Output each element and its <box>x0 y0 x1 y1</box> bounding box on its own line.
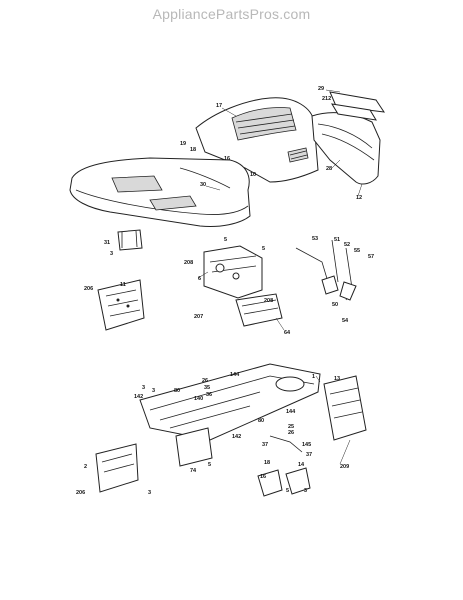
callout-3a: 3 <box>110 251 113 257</box>
callout-19: 19 <box>180 141 186 147</box>
callout-26b: 26 <box>288 430 294 436</box>
callout-208a: 208 <box>184 260 193 266</box>
callout-209: 209 <box>340 464 349 470</box>
side-bracket-11 <box>97 279 145 331</box>
callout-53: 53 <box>312 236 318 242</box>
callout-29: 29 <box>318 86 324 92</box>
callout-14: 14 <box>298 462 305 468</box>
callout-2: 2 <box>84 464 87 470</box>
callout-13: 13 <box>334 376 340 382</box>
callout-5a: 5 <box>224 237 227 243</box>
callout-5d: 5 <box>286 488 289 494</box>
callout-212: 212 <box>322 96 331 102</box>
front-bracket-2 <box>95 443 139 493</box>
brake-linkage <box>295 239 357 301</box>
callout-16: 16 <box>224 156 230 162</box>
frame-side-13 <box>323 375 367 441</box>
callout-142b: 142 <box>232 434 241 440</box>
callout-18a: 18 <box>190 147 196 153</box>
callout-12: 12 <box>356 195 362 201</box>
callout-31: 31 <box>104 240 110 246</box>
callout-206a: 206 <box>84 286 93 292</box>
callout-25: 25 <box>288 424 294 430</box>
callout-18b: 18 <box>264 460 270 466</box>
callout-51: 51 <box>334 237 340 243</box>
dash-panel <box>311 91 386 185</box>
callout-57: 57 <box>368 254 374 260</box>
callout-52: 52 <box>344 242 350 248</box>
callout-145: 145 <box>302 442 311 448</box>
callout-5c: 5 <box>208 462 211 468</box>
fender-deck <box>69 157 251 227</box>
callout-207: 207 <box>194 314 203 320</box>
callout-144a: 144 <box>230 372 240 378</box>
callout-1: 1 <box>312 374 315 380</box>
leader-lines <box>197 89 363 465</box>
callout-140: 140 <box>194 396 203 402</box>
callout-55: 55 <box>354 248 360 254</box>
callout-64: 64 <box>284 330 291 336</box>
frame-main-1 <box>139 363 321 441</box>
callout-54: 54 <box>342 318 349 324</box>
callout-3b: 3 <box>142 385 145 391</box>
callout-36: 36 <box>206 392 212 398</box>
callout-144b: 144 <box>286 409 296 415</box>
callout-28: 28 <box>326 166 332 172</box>
steering-support-31 <box>117 229 143 251</box>
callout-11: 11 <box>120 282 126 288</box>
dash-plate-assembly <box>203 245 283 327</box>
callout-80a: 80 <box>174 388 180 394</box>
axle-brackets <box>175 427 311 497</box>
callout-80b: 80 <box>258 418 264 424</box>
callout-3e: 3 <box>304 488 307 494</box>
callout-208b: 208 <box>264 298 273 304</box>
callout-10: 10 <box>250 172 256 178</box>
callout-17: 17 <box>216 103 222 109</box>
callout-50: 50 <box>332 302 338 308</box>
callout-5b: 5 <box>262 246 265 252</box>
callout-26a: 26 <box>202 378 208 384</box>
callout-3c: 3 <box>152 388 155 394</box>
watermark: AppliancePartsPros.com <box>152 6 311 22</box>
callout-206b: 206 <box>76 490 85 496</box>
callout-142a: 142 <box>134 394 143 400</box>
callout-labels: 17 29 212 19 18 16 10 30 28 12 31 3 5 5 … <box>76 86 374 496</box>
callout-35a: 35 <box>204 385 210 391</box>
hood-assembly <box>195 97 319 183</box>
callout-16b: 16 <box>260 474 266 480</box>
callout-37a: 37 <box>262 442 268 448</box>
callout-3d: 3 <box>148 490 151 496</box>
callout-37b: 37 <box>306 452 312 458</box>
callout-30: 30 <box>200 182 206 188</box>
callout-6: 6 <box>198 276 201 282</box>
callout-74: 74 <box>190 468 197 474</box>
